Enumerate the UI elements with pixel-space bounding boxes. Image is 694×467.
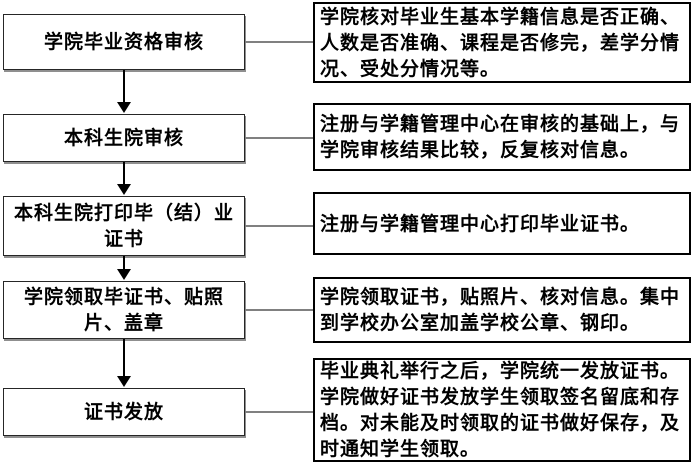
flow-desc-box-3: 注册与学籍管理中心打印毕业证书。	[313, 192, 691, 255]
flow-step-box-5: 证书发放	[3, 388, 245, 436]
down-arrow-icon-4	[117, 339, 131, 387]
flow-desc-text: 毕业典礼举行之后，学院统一发放证书。学院做好证书发放学生领取签名留底和存档。对未…	[320, 360, 681, 460]
flow-step-label: 学院毕业资格审核	[43, 31, 204, 53]
arrow-head	[117, 184, 131, 195]
connector-line-5	[245, 411, 313, 413]
flow-step-label: 本科生院审核	[63, 127, 184, 149]
arrow-shaft	[123, 339, 125, 378]
flow-desc-box-2: 注册与学籍管理中心在审核的基础上，与学院审核结果比较，反复核对信息。	[313, 103, 691, 171]
flow-step-box-2: 本科生院审核	[3, 114, 245, 162]
connector-line-3	[245, 225, 313, 227]
arrow-head	[117, 269, 131, 280]
down-arrow-icon-2	[117, 162, 131, 195]
flow-desc-text: 学院核对毕业生基本学籍信息是否正确、人数是否准确、课程是否修完，差学分情况、受处…	[320, 5, 681, 80]
flow-desc-text: 注册与学籍管理中心在审核的基础上，与学院审核结果比较，反复核对信息。	[320, 113, 681, 161]
arrow-shaft	[123, 162, 125, 186]
down-arrow-icon-3	[117, 256, 131, 280]
flow-step-box-4: 学院领取毕证书、贴照片、盖章	[3, 281, 245, 339]
flow-desc-box-5: 毕业典礼举行之后，学院统一发放证书。学院做好证书发放学生领取签名留底和存档。对未…	[313, 358, 691, 462]
flow-step-box-3: 本科生院打印毕（结）业证书	[3, 196, 245, 256]
flow-desc-text: 注册与学籍管理中心打印毕业证书。	[320, 212, 641, 235]
flow-step-label: 学院领取毕证书、贴照片、盖章	[23, 286, 224, 334]
flow-step-label: 证书发放	[83, 401, 164, 423]
connector-line-1	[245, 41, 313, 43]
flow-desc-text: 学院领取证书，贴照片、核对信息。集中到学校办公室加盖学校公章、钢印。	[320, 286, 681, 334]
flow-step-box-1: 学院毕业资格审核	[3, 14, 245, 70]
connector-line-2	[245, 137, 313, 139]
flow-step-label: 本科生院打印毕（结）业证书	[13, 202, 234, 250]
connector-line-4	[245, 309, 313, 311]
arrow-head	[117, 102, 131, 113]
down-arrow-icon-1	[117, 70, 131, 113]
arrow-shaft	[123, 256, 125, 271]
flow-desc-box-4: 学院领取证书，贴照片、核对信息。集中到学校办公室加盖学校公章、钢印。	[313, 277, 691, 343]
arrow-head	[117, 376, 131, 387]
flow-desc-box-1: 学院核对毕业生基本学籍信息是否正确、人数是否准确、课程是否修完，差学分情况、受处…	[313, 2, 691, 83]
arrow-shaft	[123, 70, 125, 104]
